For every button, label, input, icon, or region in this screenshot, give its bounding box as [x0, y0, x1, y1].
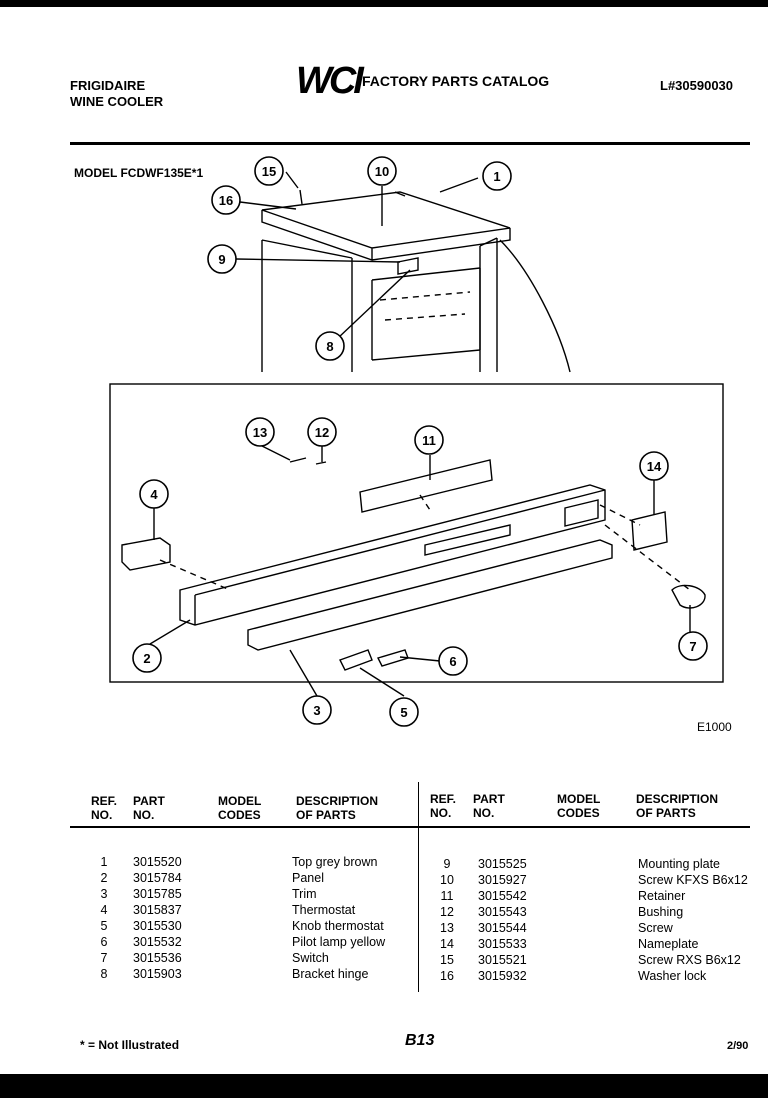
table-cell: 3015520 — [133, 855, 182, 869]
table-cell: 3015932 — [478, 969, 527, 983]
exploded-parts-diagram: 1 2 3 4 5 6 7 8 9 10 11 12 13 14 15 16 — [109, 156, 724, 727]
table-cell: 3015903 — [133, 967, 182, 981]
table-cell: Retainer — [638, 889, 686, 903]
callout-2: 2 — [143, 651, 150, 666]
model-label: MODEL FCDWF135E*1 — [74, 166, 204, 180]
table-cell: Switch — [292, 951, 329, 965]
wci-logo: WCI — [296, 60, 364, 102]
table-cell: 3015536 — [133, 951, 182, 965]
right-desc-column: Mounting plate Screw KFXS B6x12 Retainer… — [638, 856, 748, 984]
table-cell: Thermostat — [292, 903, 356, 917]
table-row: 13 — [440, 921, 454, 935]
table-cell: 3015784 — [133, 871, 182, 885]
left-part-column: 3015520 3015784 3015785 3015837 3015530 … — [133, 854, 182, 982]
callout-11: 11 — [422, 433, 436, 448]
callout-7: 7 — [689, 639, 696, 654]
table-cell: Washer lock — [638, 969, 707, 983]
table-cell: 3015927 — [478, 873, 527, 887]
left-desc-column: Top grey brown Panel Trim Thermostat Kno… — [292, 854, 385, 982]
table-row: 6 — [100, 935, 108, 949]
table-row: 2 — [100, 871, 108, 885]
right-ref-column: 9 10 11 12 13 14 15 16 — [436, 856, 458, 984]
brand-line-1: FRIGIDAIRE — [70, 78, 146, 93]
table-row: 16 — [440, 969, 454, 983]
header-rule — [70, 142, 750, 145]
header-ref-right: REF.NO. — [430, 792, 457, 820]
table-row: 15 — [440, 953, 454, 967]
catalog-code: L#30590030 — [660, 78, 734, 93]
table-cell: Bushing — [638, 905, 684, 919]
table-cell: Screw KFXS B6x12 — [638, 873, 748, 887]
table-row: 7 — [100, 951, 108, 965]
table-cell: Panel — [292, 871, 324, 885]
table-cell: Mounting plate — [638, 857, 721, 871]
table-row: 4 — [100, 903, 108, 917]
table-cell: 3015544 — [478, 921, 527, 935]
table-cell: Nameplate — [638, 937, 699, 951]
table-cell: 3015543 — [478, 905, 527, 919]
footnote-not-illustrated: * = Not Illustrated — [80, 1038, 180, 1052]
table-header-rule — [70, 826, 750, 828]
table-row: 10 — [440, 873, 454, 887]
catalog-title: FACTORY PARTS CATALOG — [362, 73, 550, 89]
table-row: 5 — [100, 919, 108, 933]
table-row: 9 — [443, 857, 451, 871]
table-cell: 3015837 — [133, 903, 182, 917]
callout-15: 15 — [262, 164, 276, 179]
table-cell: 3015530 — [133, 919, 182, 933]
callout-9: 9 — [218, 252, 225, 267]
brand-line-2: WINE COOLER — [70, 94, 164, 109]
callout-8: 8 — [326, 339, 333, 354]
figure-code: E1000 — [697, 720, 732, 734]
callout-13: 13 — [253, 425, 267, 440]
table-cell: Screw RXS B6x12 — [638, 953, 741, 967]
table-cell: Top grey brown — [292, 855, 378, 869]
table-cell: 3015785 — [133, 887, 182, 901]
table-row: 8 — [100, 967, 108, 981]
page-number: B13 — [405, 1032, 435, 1049]
table-cell: Trim — [292, 887, 317, 901]
table-row: 11 — [440, 889, 454, 903]
table-cell: Pilot lamp yellow — [292, 935, 386, 949]
table-cell: 3015532 — [133, 935, 182, 949]
revision-date: 2/90 — [727, 1040, 749, 1052]
table-row: 3 — [100, 887, 108, 901]
left-ref-column: 1 2 3 4 5 6 7 8 — [96, 854, 112, 982]
callout-10: 10 — [375, 164, 389, 179]
table-cell: 3015533 — [478, 937, 527, 951]
callout-4: 4 — [150, 487, 158, 502]
top-edge-bar — [0, 0, 768, 7]
table-column-divider — [418, 782, 419, 992]
table-row: 1 — [100, 855, 108, 869]
table-cell: 3015521 — [478, 953, 527, 967]
bottom-edge-bar — [0, 1074, 768, 1098]
callout-1: 1 — [493, 169, 500, 184]
callout-3: 3 — [313, 703, 320, 718]
table-row: 12 — [440, 905, 454, 919]
table-row: 14 — [440, 937, 454, 951]
callout-16: 16 — [219, 193, 233, 208]
table-cell: Knob thermostat — [292, 919, 384, 933]
header-ref-left: REF.NO. — [91, 794, 118, 822]
table-cell: 3015542 — [478, 889, 527, 903]
table-cell: Bracket hinge — [292, 967, 369, 981]
callout-6: 6 — [449, 654, 456, 669]
table-cell: 3015525 — [478, 857, 527, 871]
callout-14: 14 — [647, 459, 662, 474]
table-cell: Screw — [638, 921, 673, 935]
right-part-column: 3015525 3015927 3015542 3015543 3015544 … — [478, 856, 527, 984]
callout-12: 12 — [315, 425, 329, 440]
callout-5: 5 — [400, 705, 407, 720]
